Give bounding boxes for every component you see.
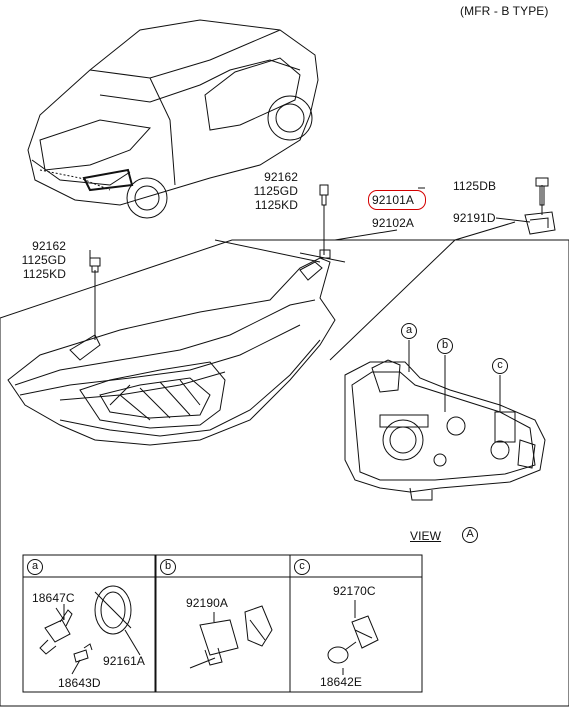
- callout-left-1125gd: 1125GD: [21, 253, 66, 267]
- bulb-h7: [39, 604, 73, 655]
- callout-top-1125gd: 1125GD: [253, 184, 298, 198]
- detail-box-a: [22, 554, 156, 693]
- headlamp-rear-view: [344, 340, 546, 501]
- part-18647c: 18647C: [32, 591, 75, 605]
- bulb-socket-c: [327, 600, 379, 675]
- bracket-bolt: [524, 177, 556, 235]
- detail-marker-b: b: [160, 559, 176, 575]
- part-18643d: 18643D: [58, 676, 101, 690]
- part-92102a[interactable]: 92102A: [372, 216, 414, 230]
- part-92161a: 92161A: [103, 654, 145, 668]
- small-bulb: [71, 643, 93, 675]
- car-illustration: [27, 19, 319, 219]
- detail-marker-c: c: [294, 559, 310, 575]
- socket-connector: [189, 605, 273, 669]
- part-92101a[interactable]: 92101A: [372, 193, 414, 207]
- view-marker-b: b: [437, 338, 453, 354]
- type-label: (MFR - B TYPE): [460, 4, 549, 18]
- detail-box-c: [289, 554, 423, 693]
- headlamp-assembly: [7, 257, 336, 446]
- callout-left-1125kd: 1125KD: [22, 267, 66, 281]
- view-marker-a: a: [401, 323, 417, 339]
- view-marker-main: A: [462, 527, 478, 543]
- part-92190a: 92190A: [186, 596, 228, 610]
- callout-top-1125kd: 1125KD: [254, 198, 298, 212]
- detail-marker-a: a: [27, 559, 43, 575]
- dust-cap: [94, 585, 132, 635]
- callout-top-92162: 92162: [264, 170, 298, 184]
- callout-92191d: 92191D: [453, 211, 496, 225]
- part-18642e: 18642E: [320, 675, 362, 689]
- part-92170c: 92170C: [333, 584, 376, 598]
- view-label: VIEW: [410, 529, 442, 543]
- view-marker-c: c: [492, 358, 508, 374]
- main-frame: [0, 239, 569, 707]
- callout-1125db: 1125DB: [453, 179, 497, 193]
- detail-box-b: [155, 554, 291, 693]
- callout-left-92162: 92162: [32, 239, 66, 253]
- highlight-ring: [368, 190, 426, 210]
